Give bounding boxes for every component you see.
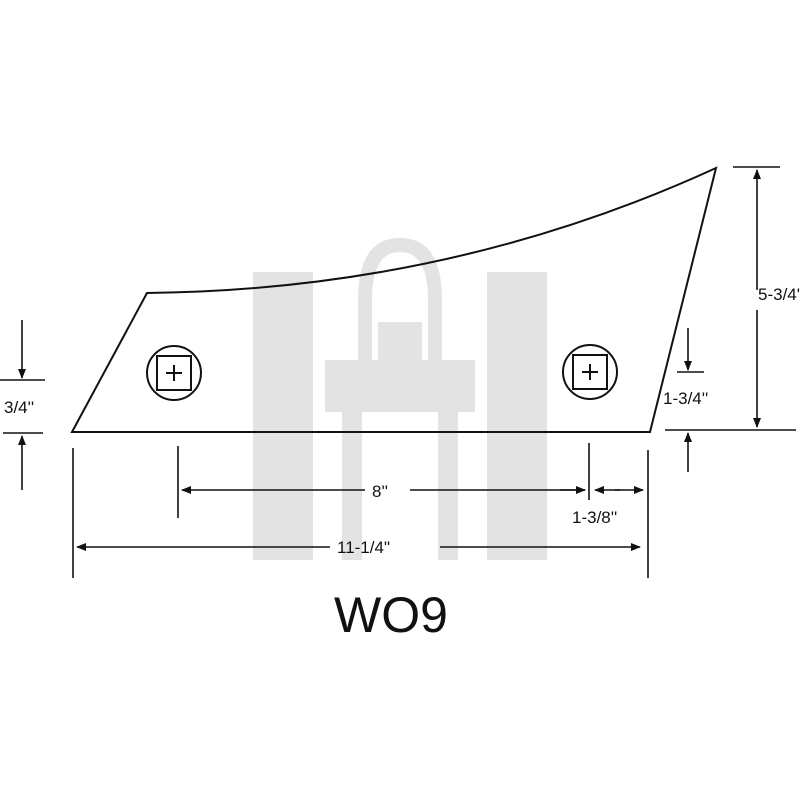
right-offset-dimension: 1-3/4''	[663, 328, 708, 472]
right-offset-label: 1-3/4''	[663, 389, 708, 408]
overall-length-label: 11-1/4"	[337, 538, 390, 557]
watermark-logo	[253, 238, 547, 560]
mounting-hole-left	[146, 345, 202, 401]
hole-edge-dimension: 1-3/8''	[560, 486, 644, 527]
hole-edge-label: 1-3/8''	[572, 508, 617, 527]
mounting-hole-right	[562, 344, 618, 400]
left-height-label: 3/4''	[4, 398, 34, 417]
left-height-dimension: 3/4''	[0, 320, 45, 490]
part-outline	[70, 166, 718, 433]
extension-lines	[72, 443, 649, 578]
hole-spacing-label: 8''	[372, 482, 388, 501]
overall-length-dimension: 11-1/4"	[76, 538, 641, 557]
total-height-dimension: 5-3/4''	[665, 166, 800, 431]
hole-spacing-dimension: 8''	[181, 482, 586, 501]
part-label: WO9	[334, 587, 448, 643]
total-height-label: 5-3/4''	[758, 285, 800, 304]
